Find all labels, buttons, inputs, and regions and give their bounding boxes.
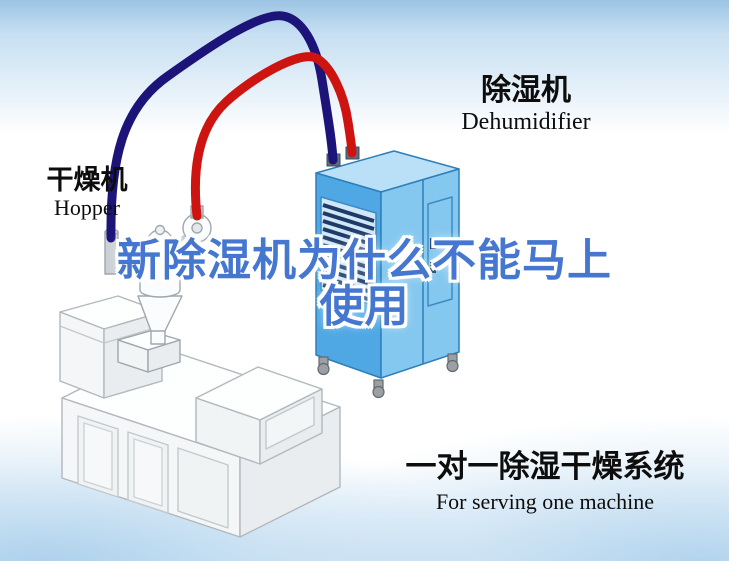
system-label: 一对一除湿干燥系统 For serving one machine (385, 449, 705, 515)
dehumidifier-unit (315, 146, 460, 399)
pedestal-trim (59, 325, 105, 344)
air-grille-slats (322, 203, 375, 303)
hopper-cylinder (139, 252, 181, 298)
hopper-neck (150, 329, 166, 345)
hopper-assembly (104, 205, 212, 373)
dehumidifier-side-face (380, 168, 460, 379)
return-air-hose (190, 52, 357, 221)
machine-door (177, 447, 229, 529)
door-latch (430, 238, 436, 249)
dehumidifier-label: 除湿机 Dehumidifier (440, 74, 612, 136)
caster-wheel (372, 385, 385, 399)
side-door-panel (427, 196, 453, 307)
system-label-zh: 一对一除湿干燥系统 (405, 449, 685, 484)
machine-door-inset (83, 422, 113, 491)
door-latch (430, 262, 436, 273)
caster-wheel (317, 362, 330, 376)
dehumidifier-label-zh: 除湿机 (481, 74, 571, 107)
hopper-label: 干燥机 Hopper (28, 165, 146, 220)
page-title: 新除湿机为什么不能马上 使用 (0, 238, 729, 330)
page-title-line2: 使用 (319, 281, 410, 331)
dehumidifier-label-en: Dehumidifier (461, 108, 591, 135)
page-title-line1: 新除湿机为什么不能马上 (117, 236, 612, 285)
hopper-label-en: Hopper (54, 194, 120, 220)
feeder-box-side (147, 339, 181, 373)
dry-air-hose (106, 11, 338, 243)
caster-wheel (446, 359, 459, 373)
hopper-label-zh: 干燥机 (46, 165, 128, 195)
blower-hub (191, 222, 203, 234)
blower-pipe (170, 234, 188, 251)
system-label-en: For serving one machine (435, 489, 655, 515)
extruder-machine (59, 295, 341, 538)
casters (317, 353, 459, 399)
machine-door-inset (133, 438, 163, 507)
machine-cabinet-door (265, 396, 315, 450)
hopper-dome-cap (154, 224, 166, 236)
